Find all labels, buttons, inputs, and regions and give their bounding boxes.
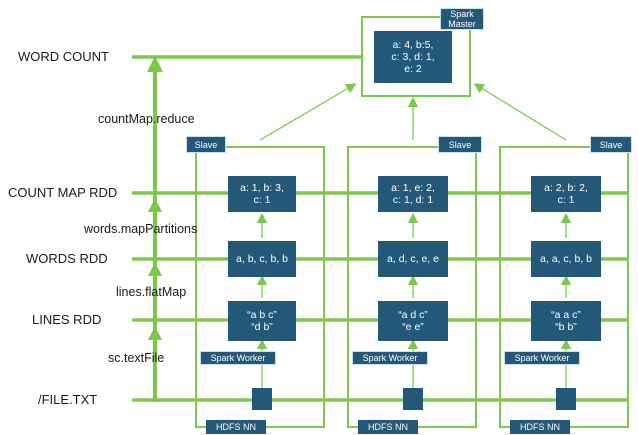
op-label-textfile: sc.textFile: [108, 351, 165, 365]
op-label-map-partitions: words.mapPartitions: [84, 222, 198, 236]
hdfs-nn-tag-1: HDFS NN: [206, 420, 266, 434]
spark-worker-tag-2: Spark Worker: [352, 351, 428, 365]
words-node-2: a, d, c, e, e: [378, 241, 448, 277]
slave-tag-3: Slave: [590, 136, 632, 153]
master-result-node: a: 4, b:5, c: 3, d: 1, e: 2: [374, 31, 452, 83]
count-map-node-1: a: 1, b: 3, c: 1: [228, 176, 296, 212]
count-map-node-3: a: 2, b: 2, c: 1: [531, 176, 601, 212]
hdfs-nn-tag-3: HDFS NN: [510, 420, 570, 434]
file-block-1: [252, 388, 272, 410]
stage-label-file-txt: /FILE.TXT: [38, 392, 98, 407]
stage-label-word-count: WORD COUNT: [18, 49, 109, 64]
words-node-3: a, a, c, b, b: [531, 241, 601, 277]
flow-arrowhead-top: [147, 56, 163, 72]
spark-master-tag: Spark Master: [440, 8, 484, 30]
stage-label-count-map-rdd: COUNT MAP RDD: [8, 185, 118, 200]
slave-tag-2: Slave: [438, 136, 482, 153]
hdfs-nn-tag-2: HDFS NN: [358, 420, 418, 434]
arrow-slave1-master: [259, 83, 357, 141]
lines-node-2: “a d c” “e e”: [378, 301, 448, 341]
lines-node-1: “a b c” “d b”: [228, 301, 296, 341]
count-map-node-2: a: 1, e: 2, c: 1, d: 1: [378, 176, 448, 212]
stage-label-words-rdd: WORDS RDD: [26, 251, 108, 266]
flow-arrowhead-count: [148, 198, 162, 212]
flow-arrowhead-lines: [148, 326, 162, 340]
words-node-1: a, b, c, b, b: [228, 241, 296, 277]
stage-label-lines-rdd: LINES RDD: [32, 312, 102, 327]
file-block-3: [556, 388, 576, 410]
arrow-slave3-master: [473, 83, 567, 141]
spark-worker-tag-1: Spark Worker: [200, 351, 276, 365]
lines-node-3: “a a c” “b b”: [531, 301, 601, 341]
spark-worker-tag-3: Spark Worker: [504, 351, 580, 365]
op-label-reduce: countMap.reduce: [98, 112, 195, 126]
flow-arrowhead-words: [148, 262, 162, 276]
slave-tag-1: Slave: [186, 136, 226, 153]
file-block-2: [403, 388, 423, 410]
op-label-flatmap: lines.flatMap: [116, 285, 187, 299]
